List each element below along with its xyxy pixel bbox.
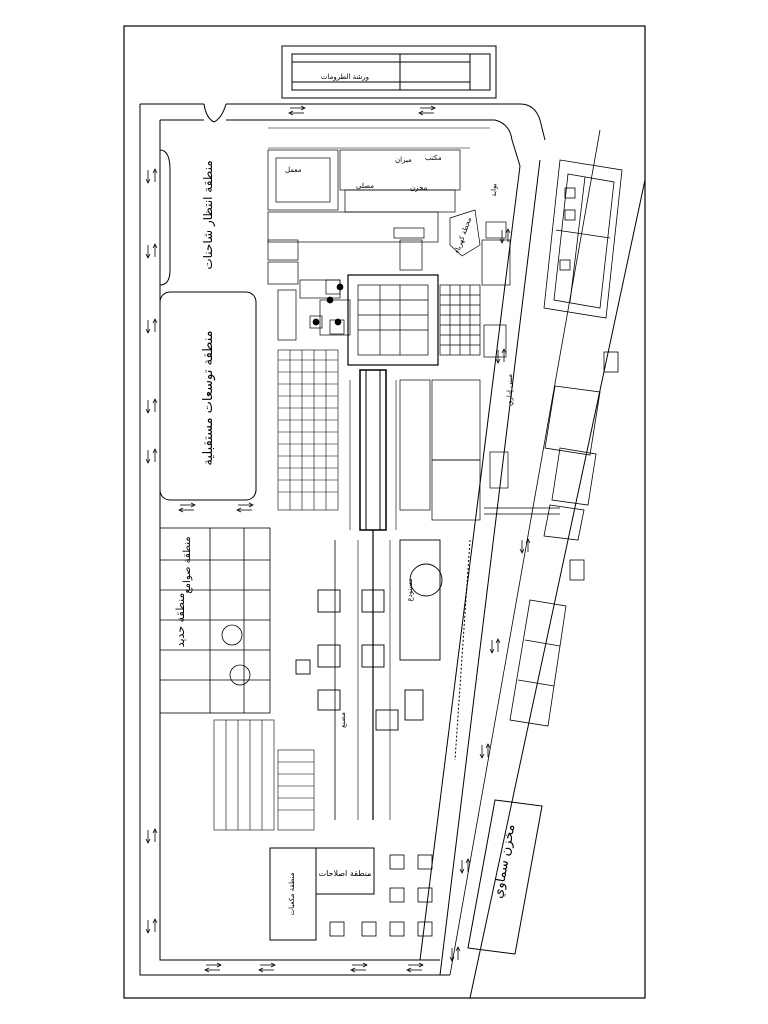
main-conveyor [334, 369, 397, 820]
workshop-label: ورشة الطرومات [321, 73, 369, 81]
cement-silos-label: منطقة صوامع [182, 536, 193, 593]
mosque-label: مصلى [356, 182, 374, 190]
store-right-label: مخزن [410, 184, 428, 192]
workshop-building: ورشة الطرومات [281, 45, 497, 99]
pads-mid-right [509, 599, 567, 727]
warehouse-label: مستودع [406, 578, 414, 601]
rubber-plant-label: مصنع [339, 712, 347, 728]
site-roads [139, 103, 646, 999]
storage-racks-lower [213, 719, 315, 831]
upper-production-area [267, 149, 481, 366]
press-machines [295, 539, 443, 731]
labs-label: معمل [285, 166, 302, 174]
assembly-label: منطقة مكعبات [288, 872, 296, 915]
admin-building-label: مبنى إداري [506, 374, 514, 406]
raw-store-label: مخزن سماوي [491, 823, 519, 899]
steel-area: منطقة حديد منطقة صوامع [159, 527, 271, 714]
right-machine-cluster [543, 351, 619, 581]
repairs-area: منطقة اصلاحات منطقة مكعبات [269, 847, 375, 941]
fence-top [268, 127, 490, 149]
right-office-block [399, 221, 560, 521]
expansion-area-label: منطقة توسعات مستقبلية [201, 330, 216, 465]
expansion-zone: منطقة توسعات مستقبلية [159, 291, 257, 501]
right-long-building [543, 159, 623, 319]
small-units [329, 854, 433, 937]
substation-label: محطة كهرباء [453, 216, 474, 254]
storage-racks-left [277, 349, 339, 511]
parking-zone: منطقة انتظار شاحنات [159, 149, 216, 286]
office-label: مكتب [425, 154, 442, 162]
left-road-arrows [145, 105, 531, 973]
raw-store: مخزن سماوي [467, 799, 543, 955]
gate-label: بوابة [490, 183, 498, 196]
repairs-area-label: منطقة اصلاحات [319, 869, 372, 878]
steel-area-label: منطقة حديد [174, 593, 187, 648]
cement-weigh-label: ميزان [395, 156, 412, 164]
parking-area-label: منطقة انتظار شاحنات [201, 160, 216, 269]
sheet-frame [123, 25, 646, 999]
